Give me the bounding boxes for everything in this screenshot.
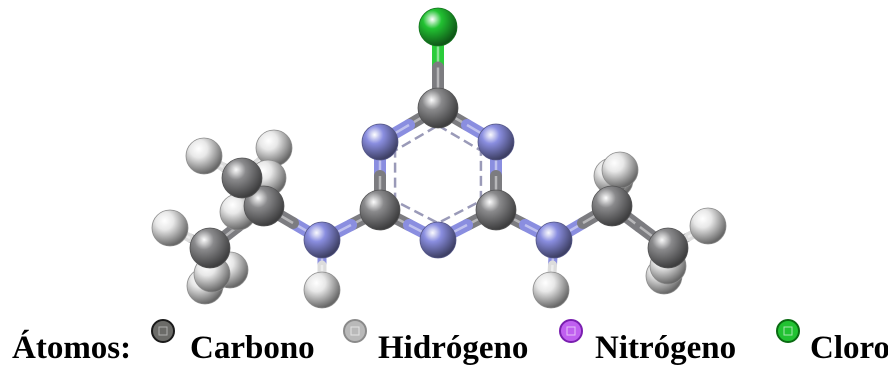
hydrogen-atom xyxy=(151,209,189,247)
carbon-atom xyxy=(243,185,285,227)
atoms-layer xyxy=(151,7,727,309)
legend-label-hydrogen: Hidrógeno xyxy=(378,330,529,366)
carbon-atom xyxy=(221,157,263,199)
nitrogen-atom xyxy=(535,221,573,259)
hydrogen-atom xyxy=(689,207,727,245)
carbon-atom xyxy=(591,185,633,227)
carbon-swatch-icon xyxy=(151,319,175,343)
nitrogen-swatch-icon xyxy=(559,319,583,343)
nitrogen-atom xyxy=(361,123,399,161)
legend-label-carbon: Carbono xyxy=(190,330,315,366)
legend-label-nitrogen: Nitrógeno xyxy=(595,330,737,366)
carbon-atom xyxy=(359,189,401,231)
carbon-atom xyxy=(647,227,689,269)
nitrogen-atom xyxy=(303,221,341,259)
nitrogen-atom xyxy=(419,221,457,259)
hydrogen-atom xyxy=(532,271,570,309)
carbon-atom xyxy=(189,227,231,269)
hydrogen-atom xyxy=(255,129,293,167)
chlorine-swatch-icon xyxy=(776,319,800,343)
molecule-model xyxy=(151,7,727,309)
legend-label-chlorine: Cloro xyxy=(810,330,888,366)
nitrogen-atom xyxy=(477,123,515,161)
hydrogen-swatch-icon xyxy=(343,319,367,343)
hydrogen-atom xyxy=(303,271,341,309)
aromatic-ring-dashes xyxy=(393,123,483,225)
carbon-atom xyxy=(417,87,459,129)
hydrogen-atom xyxy=(601,151,639,189)
hydrogen-atom xyxy=(185,137,223,175)
legend: Átomos: Carbono Hidrógeno Nitrógeno Clor… xyxy=(0,318,888,375)
carbon-atom xyxy=(475,189,517,231)
aromatic-ring xyxy=(393,123,483,225)
legend-title: Átomos: xyxy=(12,330,132,366)
chlorine-atom xyxy=(418,7,458,47)
